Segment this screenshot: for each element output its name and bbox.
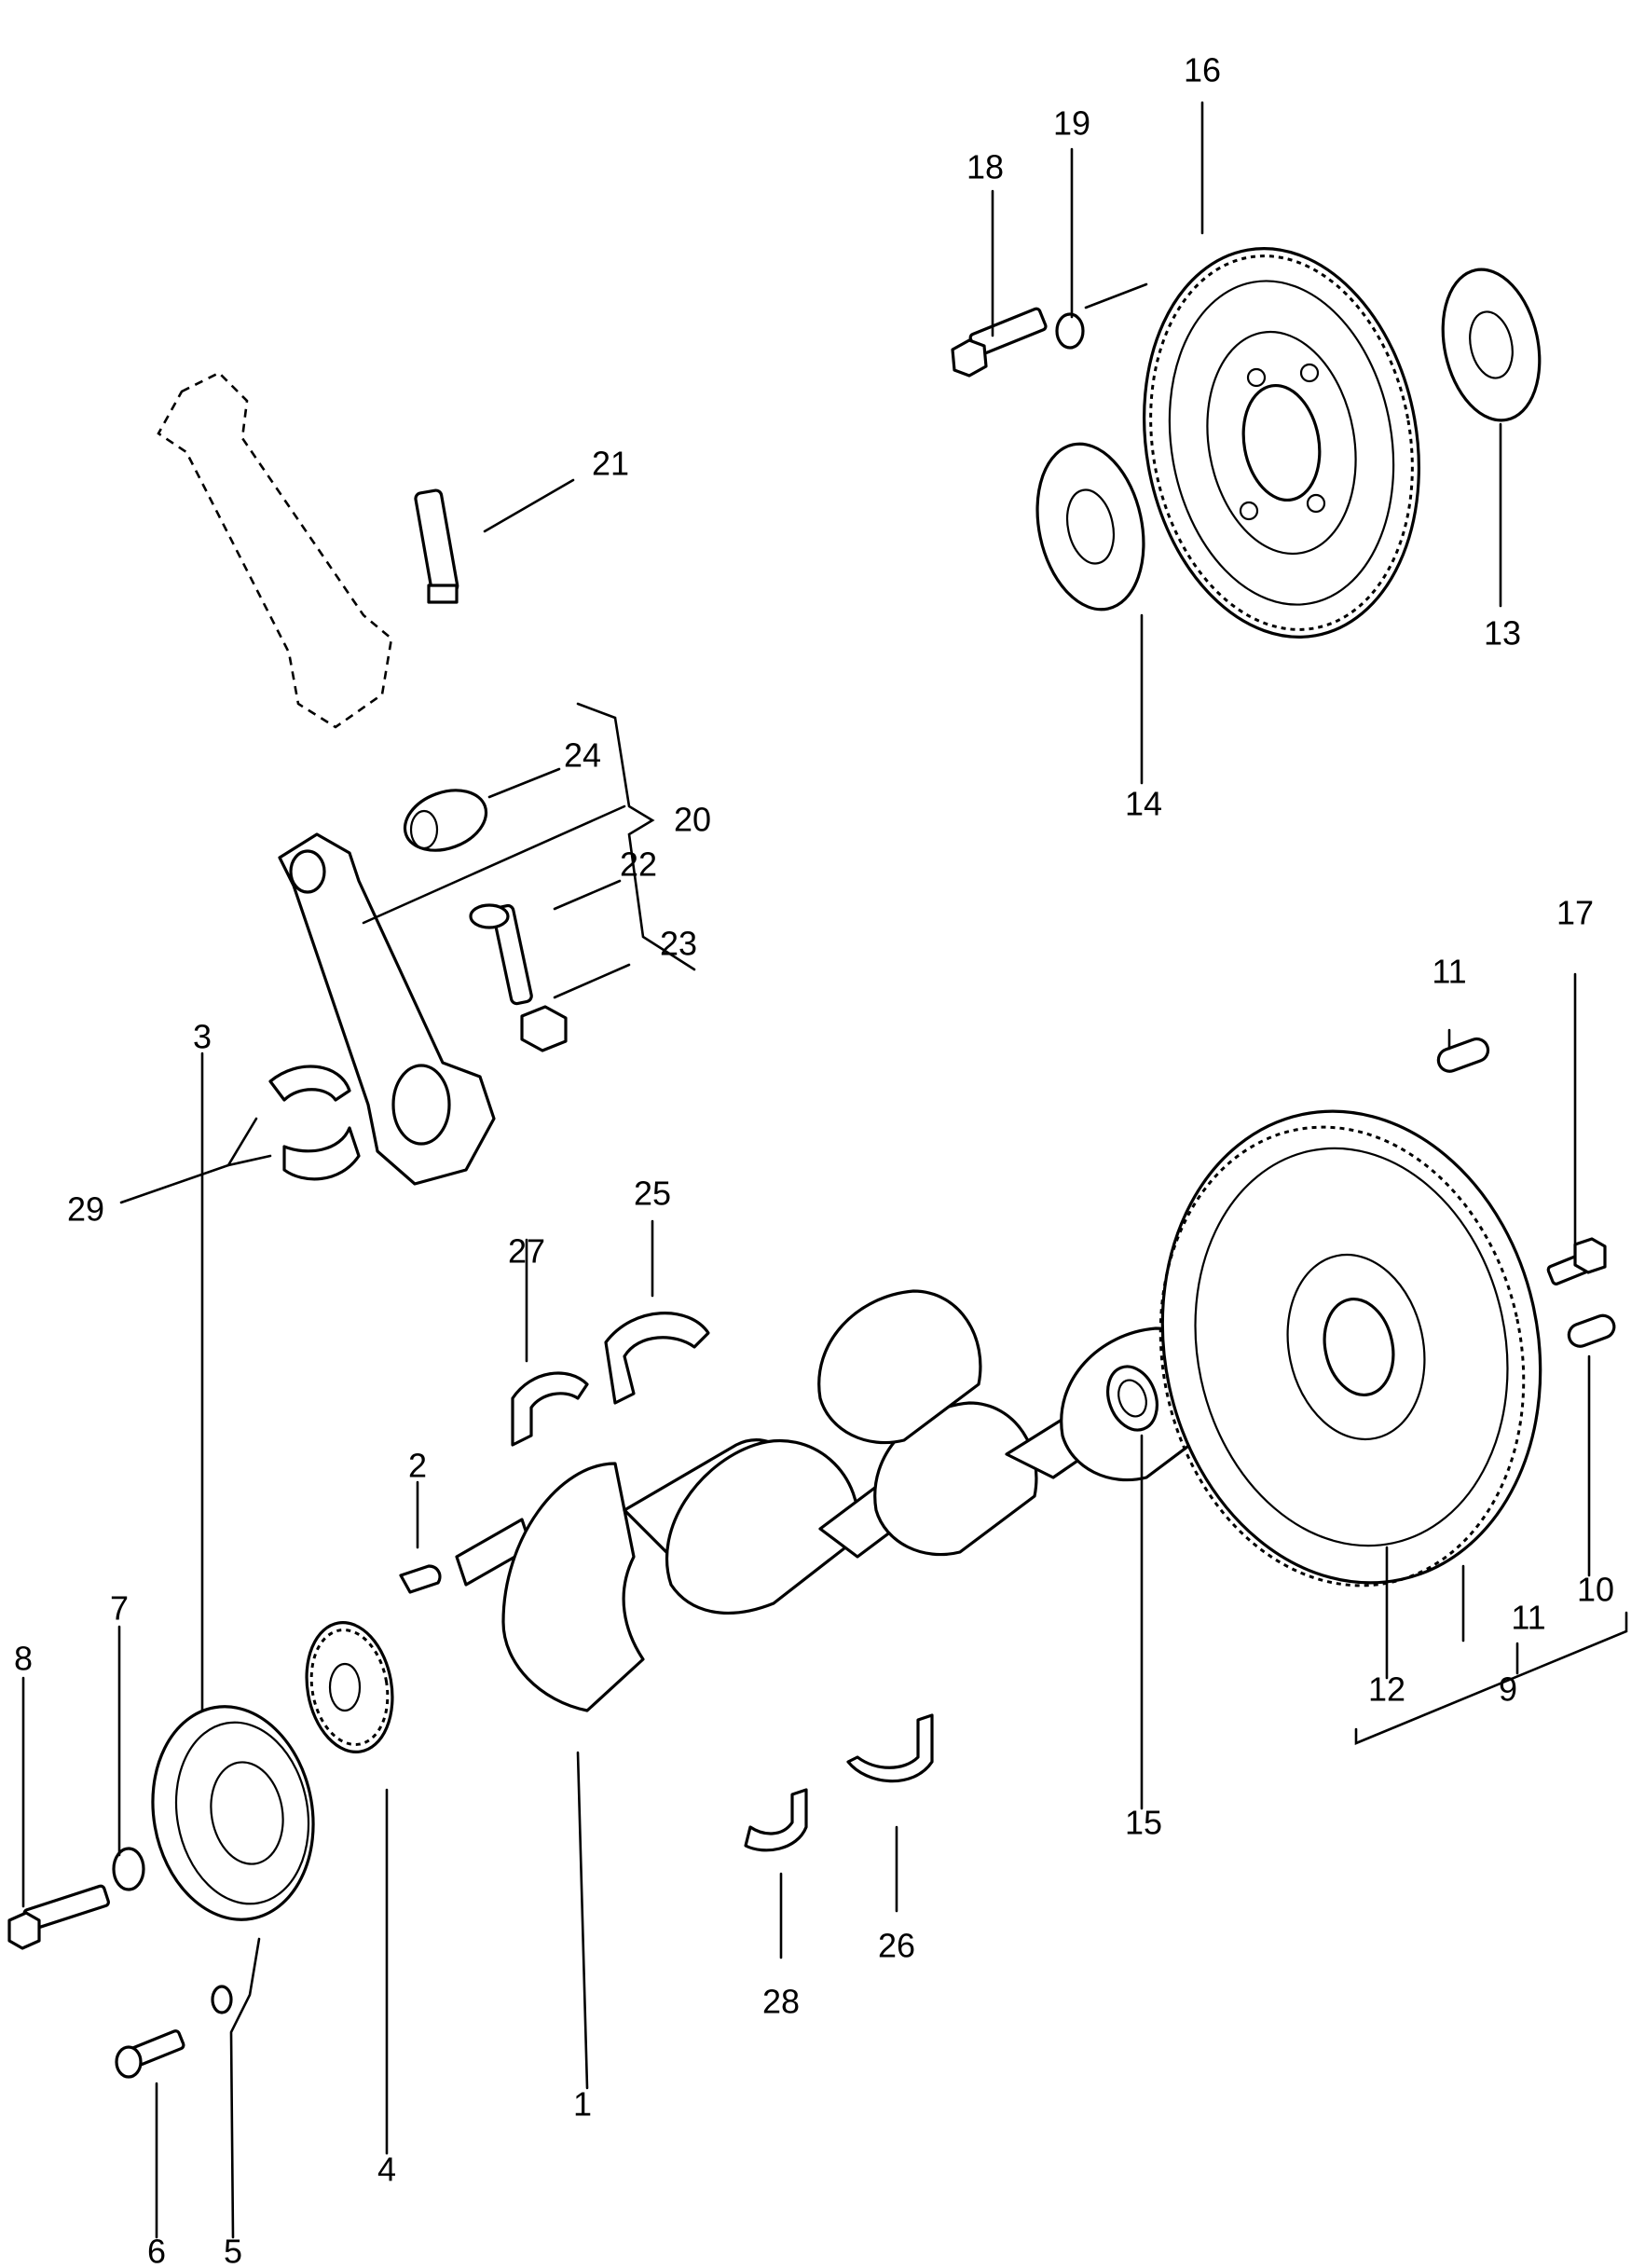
- callout-8: 8: [14, 1640, 33, 1678]
- spring-washer: [211, 1985, 233, 2014]
- main-bearing-shells-lower: [744, 1713, 934, 1852]
- main-bearing-shells-upper: [511, 1312, 710, 1447]
- small-end-bush: [403, 789, 488, 852]
- flywheel-washer-front: [1035, 442, 1145, 612]
- callout-16: 16: [1184, 51, 1221, 89]
- callout-20: 20: [674, 801, 711, 839]
- callout-13: 13: [1484, 614, 1521, 653]
- callout-5: 5: [224, 2233, 242, 2268]
- callout-12: 12: [1368, 1670, 1405, 1709]
- flywheel-lock-ring: [1055, 312, 1085, 350]
- callout-17: 17: [1556, 894, 1594, 932]
- callout-3: 3: [193, 1018, 212, 1056]
- callout-25: 25: [634, 1175, 671, 1213]
- crank-pulley: [151, 1705, 315, 1921]
- callout-23: 23: [660, 925, 697, 963]
- flywheel: [1143, 247, 1420, 639]
- callout-11-upper: 11: [1432, 953, 1466, 991]
- connecting-rod-outline: [157, 371, 393, 729]
- callout-18: 18: [966, 148, 1004, 186]
- callout-4: 4: [377, 2151, 396, 2189]
- callout-2: 2: [408, 1447, 427, 1485]
- callout-21: 21: [592, 445, 629, 483]
- callout-29: 29: [67, 1190, 104, 1229]
- callout-28: 28: [762, 1983, 800, 2021]
- callout-14: 14: [1125, 785, 1162, 823]
- callout-7: 7: [110, 1589, 129, 1628]
- callout-15: 15: [1125, 1804, 1162, 1842]
- pulley-washer: [112, 1847, 145, 1891]
- crank-sprocket: [305, 1621, 394, 1753]
- callout-27: 27: [508, 1232, 545, 1271]
- crank-pilot-bearing: [1106, 1365, 1158, 1432]
- dowel-pin-upper: [1436, 1037, 1490, 1073]
- woodruff-key: [399, 1564, 442, 1594]
- callout-1: 1: [573, 2085, 592, 2124]
- rod-bearing-shells: [268, 1065, 361, 1181]
- flywheel-bolt: [951, 307, 1048, 378]
- callout-labels: 1 2 3 4 5 6 7 8 9 10 11 11 12 13 14 15 1…: [14, 51, 1614, 2268]
- pulley-bolt: [7, 1884, 110, 1950]
- rod-bolt-upper: [414, 488, 459, 604]
- callout-19: 19: [1053, 104, 1090, 143]
- callout-11-lower: 11: [1511, 1599, 1545, 1637]
- leader-lines: [21, 101, 1628, 2239]
- connecting-rod: [278, 832, 496, 1186]
- drive-plate-ring-gear: [1158, 1109, 1542, 1588]
- drive-plate-bolt: [1546, 1237, 1607, 1285]
- small-bolt: [115, 2029, 185, 2079]
- callout-24: 24: [564, 736, 601, 775]
- callout-6: 6: [147, 2233, 166, 2268]
- callout-9: 9: [1499, 1670, 1517, 1709]
- callout-10: 10: [1577, 1571, 1614, 1609]
- rod-nut: [520, 1005, 568, 1052]
- dowel-pin-lower: [1567, 1313, 1616, 1348]
- flywheel-washer-rear: [1441, 268, 1542, 422]
- rod-bolt: [469, 903, 533, 1006]
- callout-26: 26: [878, 1927, 915, 1965]
- callout-22: 22: [620, 845, 657, 884]
